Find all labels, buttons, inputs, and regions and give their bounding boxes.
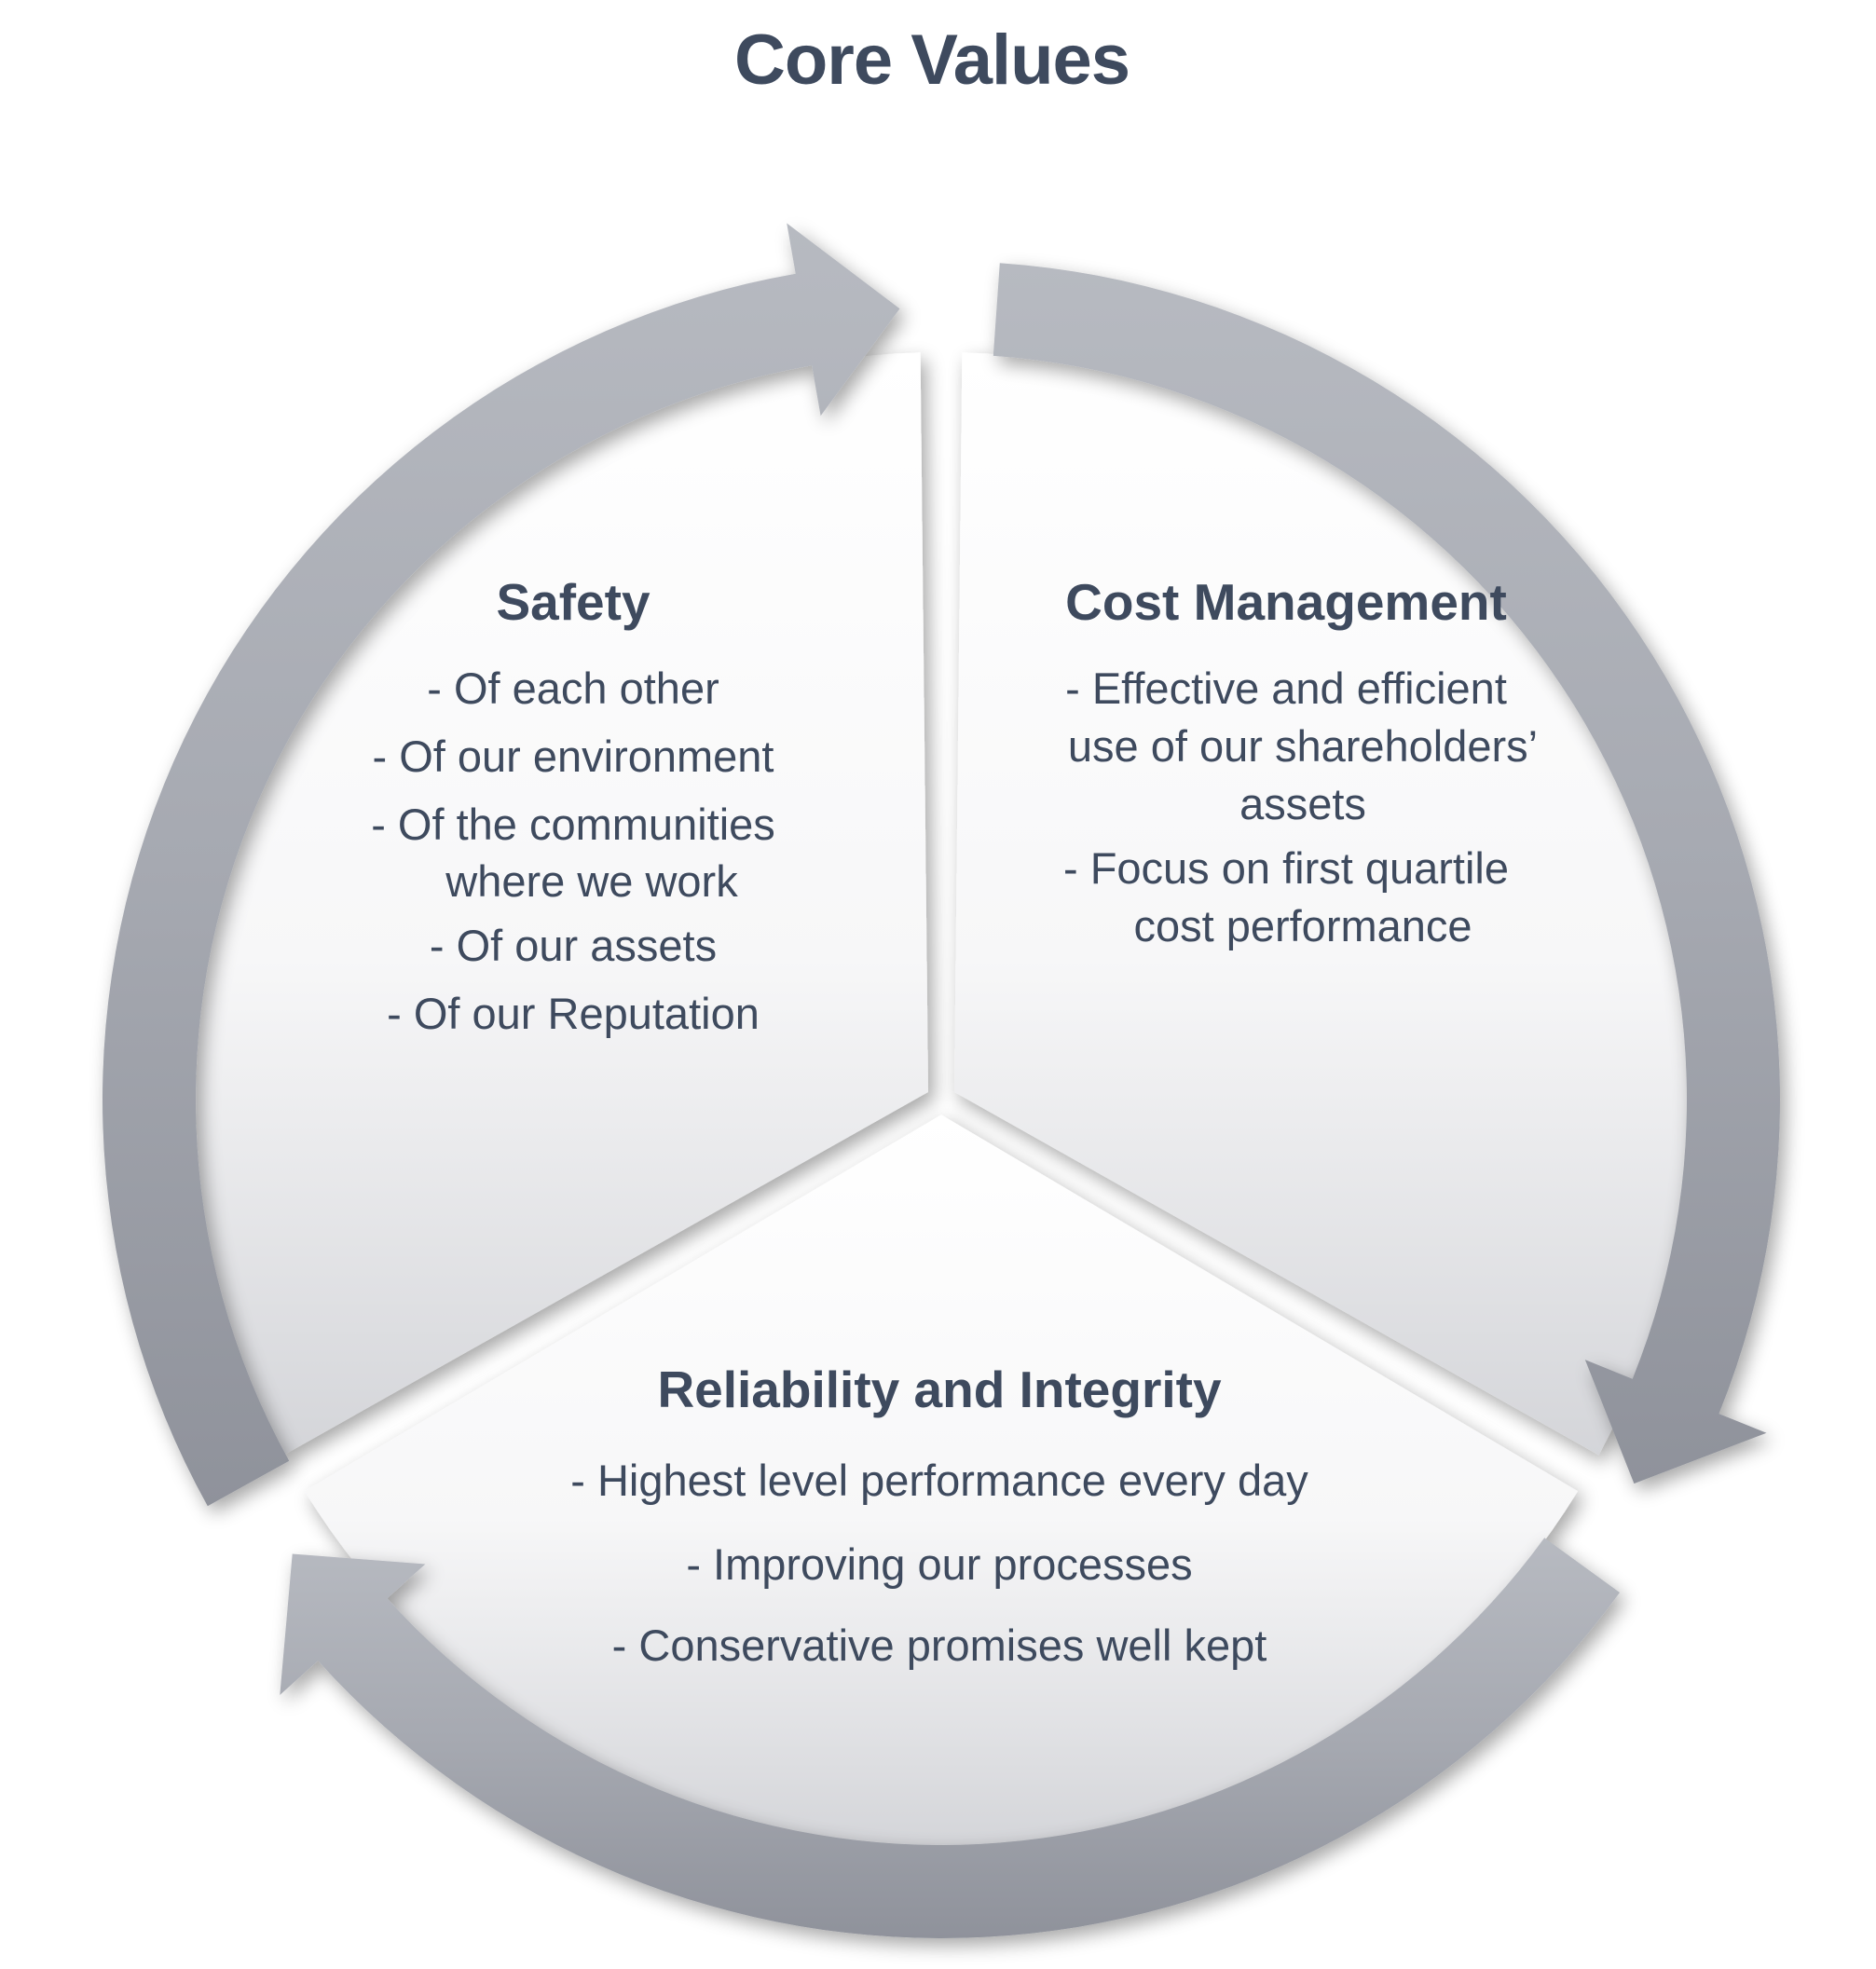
reliability-integrity-text: Reliability and Integrity - Highest leve… [570,1361,1308,1670]
reliability-integrity-line: - Conservative promises well kept [612,1620,1267,1670]
safety-line: - Of our assets [430,921,717,970]
cost-management-line: - Focus on first quartile [1063,843,1509,893]
safety-line: - Of our environment [372,732,774,781]
cost-management-heading: Cost Management [1065,573,1507,631]
arrows-layer [102,223,1781,1938]
diagram-title: Core Values [734,21,1130,100]
cost-management-line: - Effective and efficient [1065,663,1507,713]
cost-management-line: use of our shareholders’ [1068,721,1538,771]
reliability-integrity-segment [304,1114,1579,1847]
arrow-to-reliability [280,1538,1621,1938]
cost-management-line: cost performance [1133,901,1472,950]
arrow-to-cost-management [993,263,1781,1484]
safety-line: - Of the communities [371,800,775,849]
safety-heading: Safety [496,573,650,631]
cost-management-line: assets [1239,779,1366,828]
reliability-integrity-heading: Reliability and Integrity [657,1361,1222,1418]
safety-line: - Of our Reputation [387,989,760,1038]
segments-layer [193,352,1690,1847]
safety-segment [193,352,928,1456]
arrow-to-safety [102,223,900,1507]
safety-text: Safety - Of each other - Of our environm… [371,573,775,1038]
reliability-integrity-line: - Highest level performance every day [570,1456,1308,1505]
safety-line: - Of each other [427,663,719,713]
cost-management-text: Cost Management - Effective and efficien… [1063,573,1538,950]
reliability-integrity-line: - Improving our processes [686,1539,1192,1589]
safety-line: where we work [445,856,738,906]
cost-management-segment [954,352,1690,1456]
